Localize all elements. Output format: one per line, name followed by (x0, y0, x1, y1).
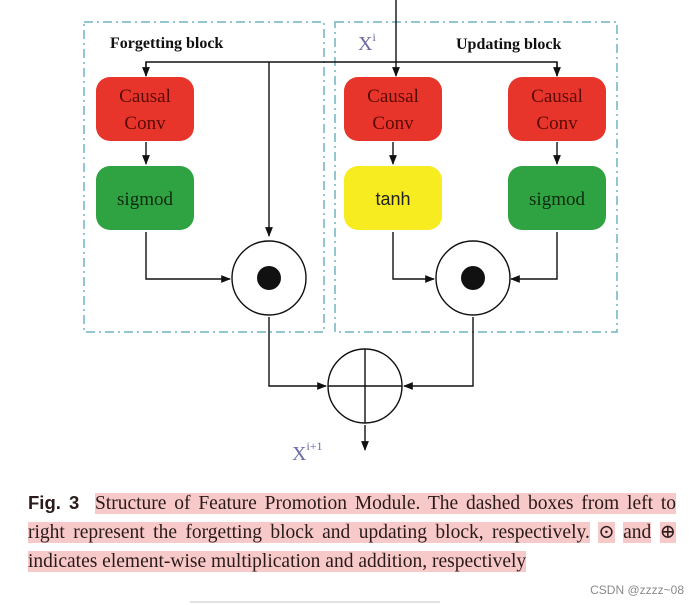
updating-block-title: Updating block (456, 36, 561, 53)
connectors (142, 0, 561, 451)
sigmod-box-updating: sigmod (508, 166, 606, 230)
svg-text:tanh: tanh (375, 189, 410, 209)
svg-text:Conv: Conv (536, 113, 578, 134)
output-label: Xi+1 (292, 439, 323, 465)
causal-conv-box-forgetting: Causal Conv (96, 77, 194, 141)
caption-text-1: Structure of Feature Promotion Module. T… (28, 493, 677, 543)
forgetting-block-outline (83, 21, 325, 333)
svg-text:Causal: Causal (531, 86, 583, 107)
oplus-symbol: ⊕ (659, 522, 677, 543)
svg-text:Conv: Conv (372, 113, 414, 134)
svg-text:Conv: Conv (124, 113, 166, 134)
svg-text:sigmod: sigmod (117, 189, 173, 210)
multiply-node-forgetting (231, 240, 307, 316)
tanh-box: tanh (344, 166, 442, 230)
sigmod-box-forgetting: sigmod (96, 166, 194, 230)
svg-text:sigmod: sigmod (529, 189, 585, 210)
causal-conv-box-updating-right: Causal Conv (508, 77, 606, 141)
forgetting-block-title: Forgetting block (110, 35, 223, 52)
svg-text:Causal: Causal (367, 86, 419, 107)
csdn-watermark: CSDN @zzzz~08 (590, 583, 684, 597)
figure-label: Fig. 3 (28, 492, 80, 513)
odot-symbol: ⊙ (598, 522, 615, 543)
bottom-divider (190, 601, 440, 603)
causal-conv-box-updating-left: Causal Conv (344, 77, 442, 141)
svg-text:Causal: Causal (119, 86, 171, 107)
input-label: Xi (358, 30, 376, 55)
multiply-node-updating (435, 240, 511, 316)
updating-block-outline (334, 21, 618, 333)
add-node (327, 348, 403, 424)
caption-and: and (623, 522, 652, 543)
feature-promotion-diagram: Forgetting block Updating block Xi Causa… (83, 0, 618, 465)
figure-caption: Fig. 3 Structure of Feature Promotion Mo… (28, 488, 677, 576)
caption-text-2: indicates element-wise multiplication an… (28, 551, 527, 572)
